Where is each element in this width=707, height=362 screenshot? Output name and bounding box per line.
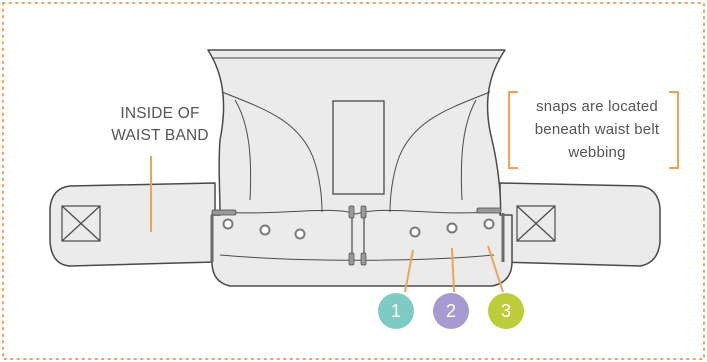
inside-waist-band-line-2: WAIST BAND	[111, 127, 209, 144]
badge-circle-1	[378, 293, 414, 329]
right-inner-curve	[389, 91, 491, 213]
snap-left-2	[259, 224, 271, 236]
left-inner-curve	[221, 91, 323, 213]
inner-belt-bottom	[219, 254, 495, 261]
badge-number-3: 3	[500, 301, 511, 321]
snaps-note-label: snaps are located beneath waist belt web…	[517, 95, 677, 164]
badge-circle-3	[488, 293, 524, 329]
center-strap-right-tip	[360, 205, 367, 219]
right-x-box	[516, 205, 556, 242]
badge-number-2: 2	[445, 301, 456, 321]
snap-right-1	[409, 226, 421, 238]
center-strap-left-tip	[348, 205, 355, 219]
inside-waist-band-label: INSIDE OF WAIST BAND	[95, 103, 225, 147]
waist-band-right-wing	[499, 182, 661, 267]
left-x-box	[61, 205, 101, 242]
center-label-patch	[332, 100, 385, 195]
note-bracket-left	[508, 91, 518, 169]
snap-right-2	[446, 222, 458, 234]
inner-belt-band	[219, 209, 495, 215]
left-side-dart	[234, 99, 252, 201]
snaps-note-line-2: beneath waist belt	[534, 121, 660, 138]
snaps-note-line-3: webbing	[568, 144, 626, 161]
note-bracket-right	[669, 91, 679, 169]
badge-number-1: 1	[390, 301, 401, 321]
snap-left-1	[222, 218, 234, 230]
badge-circle-2	[433, 293, 469, 329]
snap-right-3	[483, 218, 495, 230]
right-buckle	[476, 207, 502, 214]
body-panel	[207, 49, 513, 287]
snap-buttons	[222, 218, 495, 240]
center-strap-right-end	[360, 252, 367, 266]
snaps-note-line-1: snaps are located	[536, 98, 658, 115]
pointer-snap-1	[404, 249, 414, 293]
inside-waist-band-line-1: INSIDE OF	[120, 105, 200, 122]
pointer-snap-3	[487, 245, 504, 293]
snap-left-3	[294, 228, 306, 240]
center-strap-left-end	[348, 252, 355, 266]
waist-band-left-wing	[49, 182, 216, 267]
pointer-snap-2	[451, 247, 455, 293]
right-side-dart	[460, 99, 477, 201]
left-buckle	[211, 209, 237, 216]
